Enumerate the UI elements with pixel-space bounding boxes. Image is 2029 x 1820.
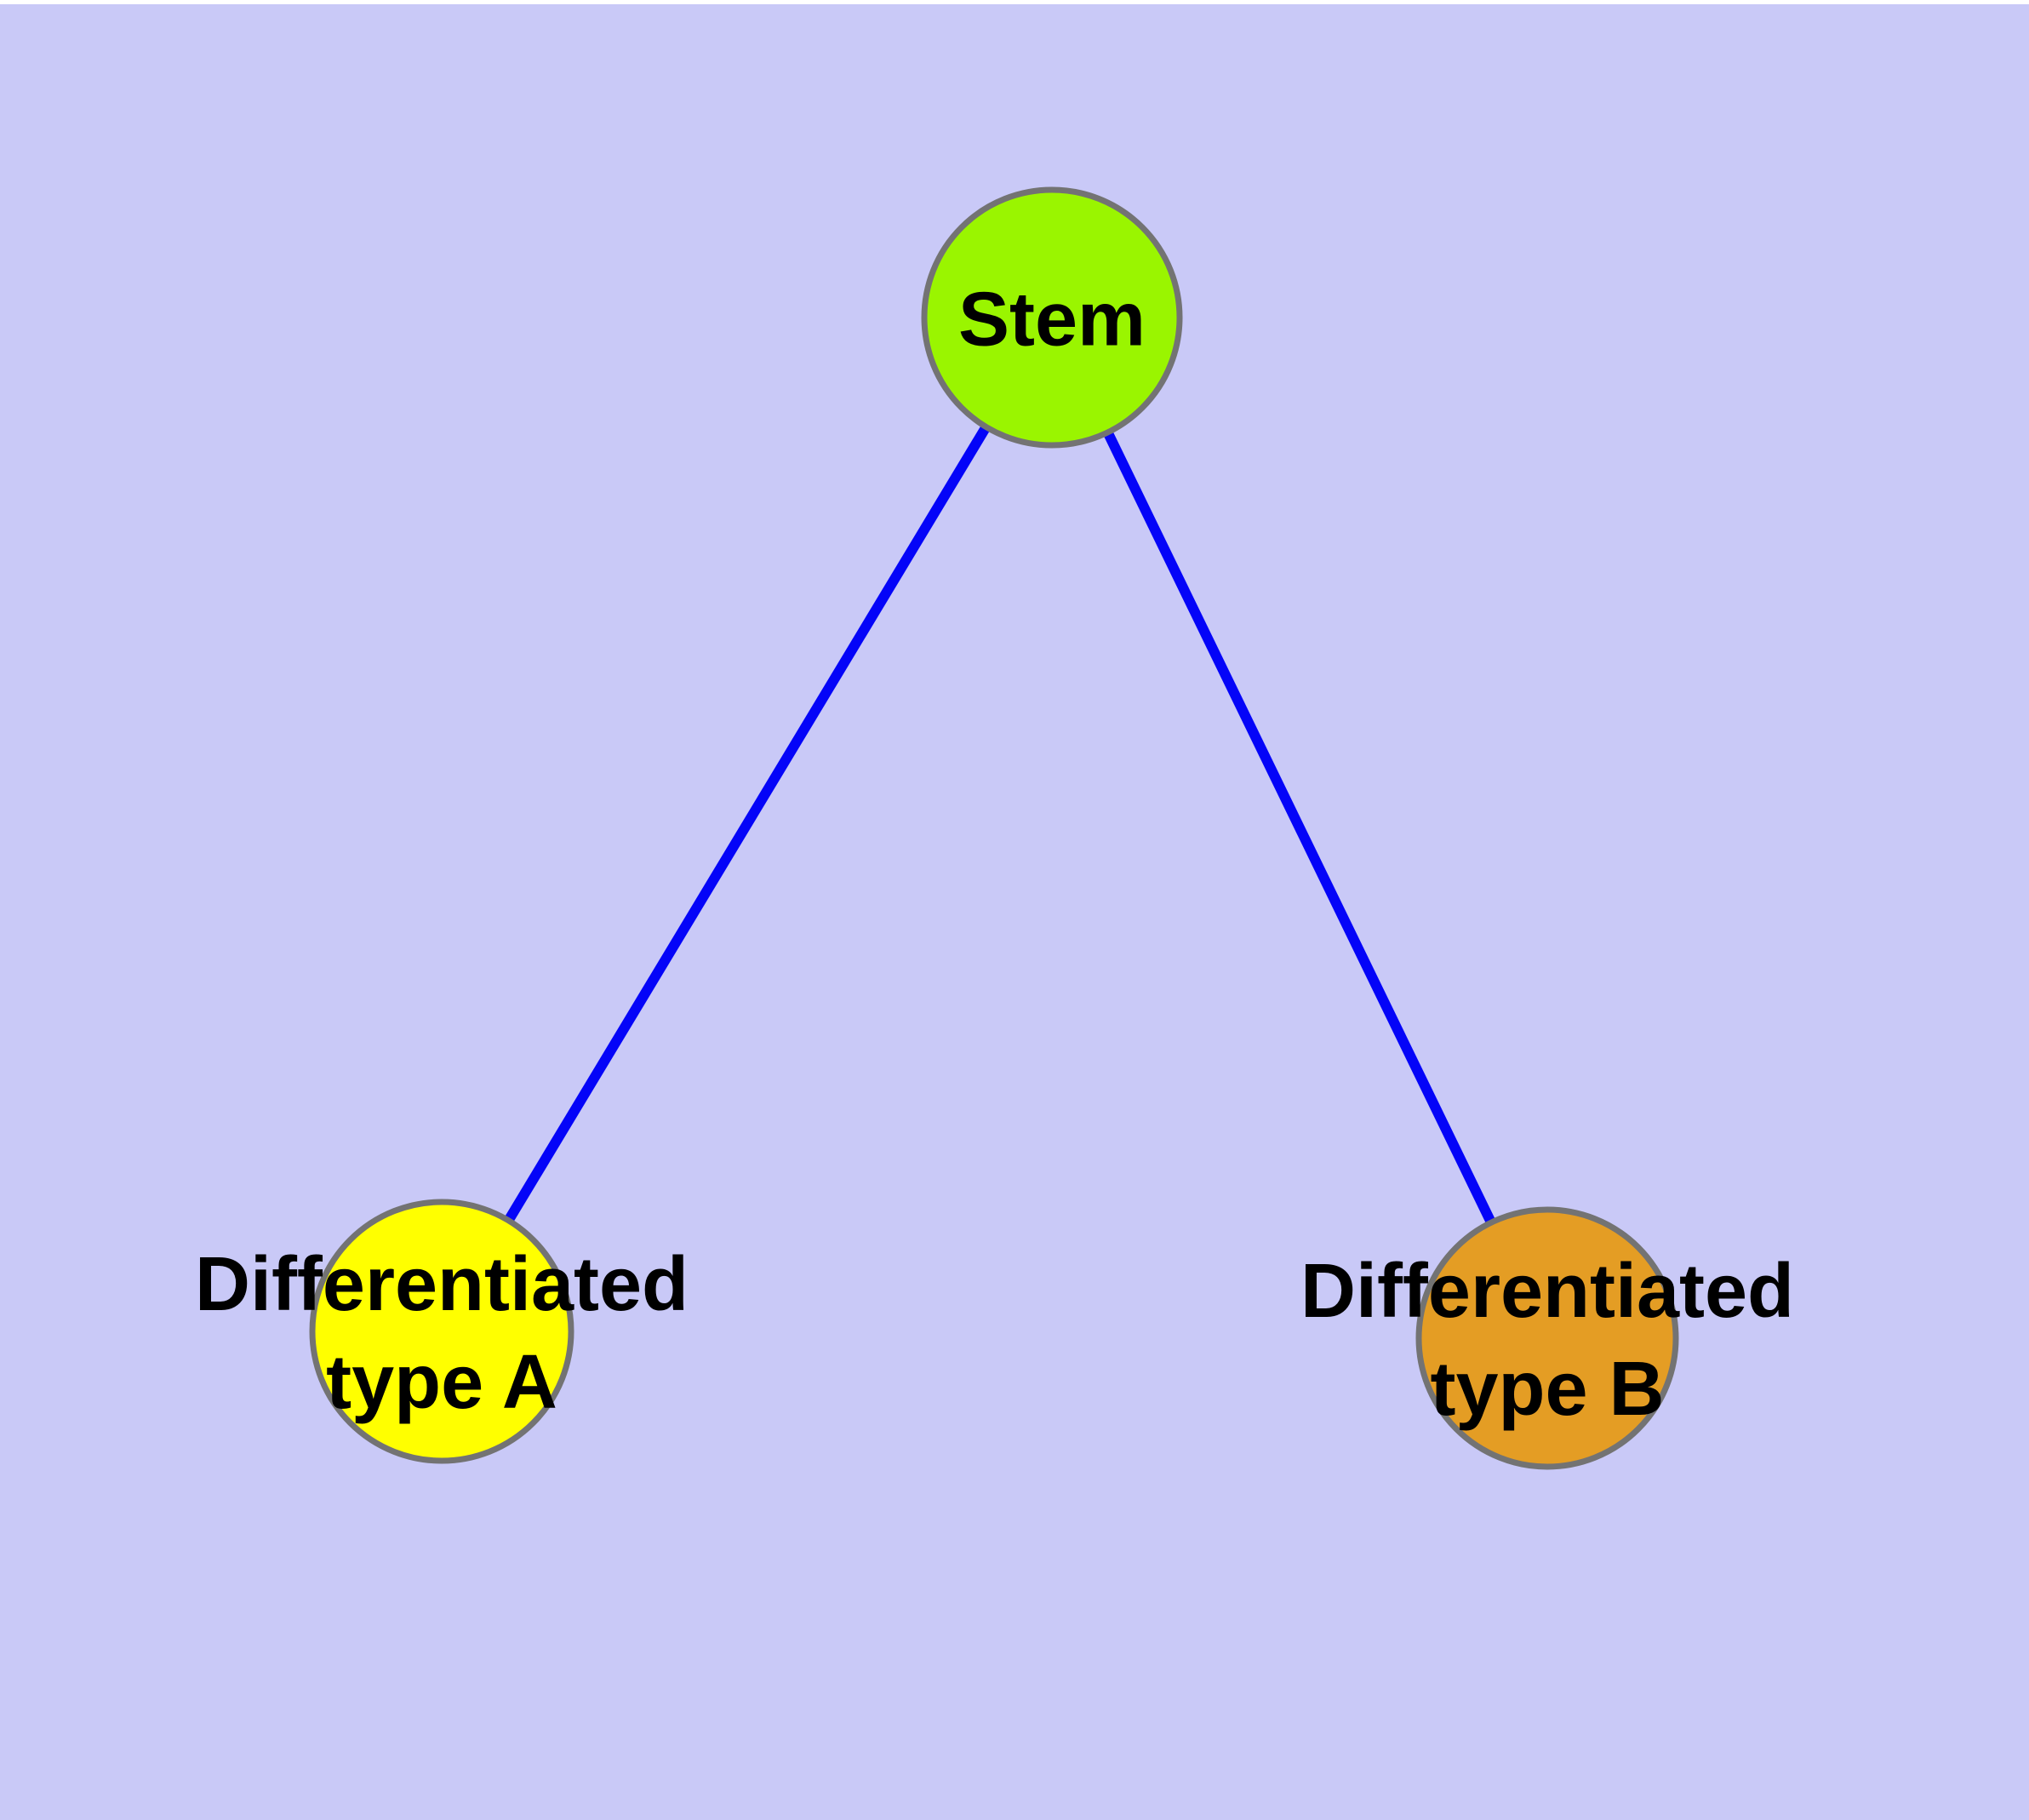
- node-stem-label-line-1: Stem: [958, 277, 1146, 362]
- node-type-a-label-line-1: Differentiated: [195, 1242, 689, 1327]
- node-type-b: Differentiated type B: [1300, 1206, 1794, 1470]
- node-type-a-circle: [309, 1199, 574, 1464]
- node-stem-circle: [921, 186, 1183, 449]
- node-type-a-label-line-2: type A: [326, 1340, 557, 1425]
- node-stem: Stem: [921, 186, 1183, 449]
- node-type-b-label-line-1: Differentiated: [1300, 1249, 1794, 1334]
- node-type-b-circle: [1415, 1206, 1679, 1470]
- edge-stem-to-type-a: [437, 314, 1057, 1335]
- edge-layer: [437, 314, 1552, 1341]
- node-type-b-label-line-2: type B: [1430, 1347, 1664, 1432]
- node-type-a: Differentiated type A: [195, 1199, 689, 1464]
- edge-stem-to-type-b: [1047, 315, 1552, 1341]
